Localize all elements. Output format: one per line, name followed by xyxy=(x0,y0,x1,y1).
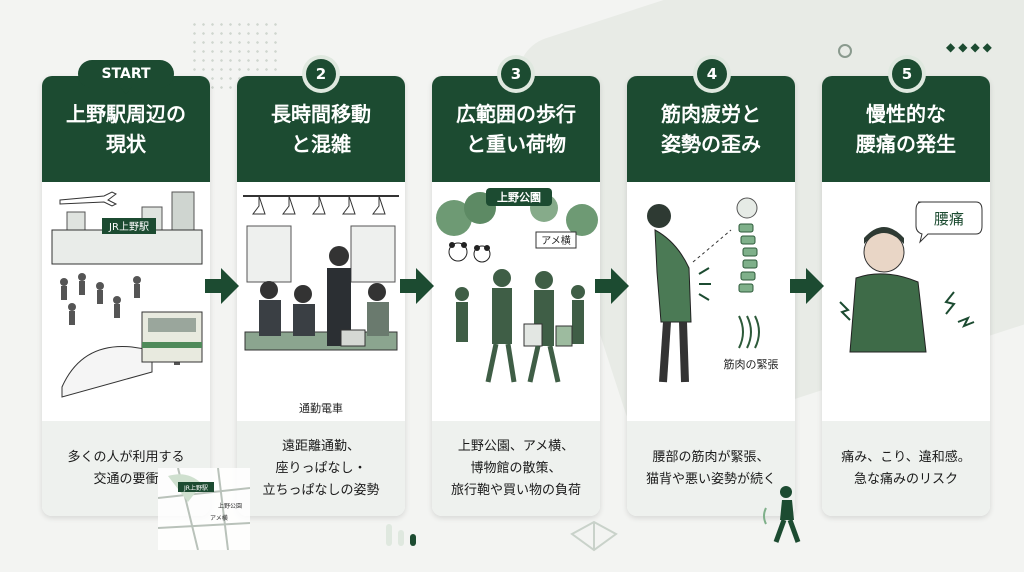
pain-lightning-icon xyxy=(839,291,975,328)
walking-crowd-illustration: 上野公園 アメ横 xyxy=(436,188,598,383)
step-card-2: 長時間移動 と混雑 通勤電車 遠距離通勤、 座りっぱなし・ 立ちっぱなしの姿勢 xyxy=(237,76,405,516)
train-icon xyxy=(61,311,203,398)
airplane-icon xyxy=(59,191,118,207)
right-arrow-icon xyxy=(400,268,434,304)
ameyoko-sign: アメ横 xyxy=(541,234,571,247)
svg-text:上野公園: 上野公園 xyxy=(218,502,242,510)
svg-text:アメ横: アメ横 xyxy=(210,514,228,522)
step-description: 遠距離通勤、 座りっぱなし・ 立ちっぱなしの姿勢 xyxy=(237,421,405,516)
right-arrow-icon xyxy=(595,268,629,304)
step-card-3: 広範囲の歩行 と重い荷物 上野公園 アメ横 上野公園、アメ横、 博物館の散策、 … xyxy=(432,76,600,516)
spine-icon xyxy=(736,197,758,293)
illustration-caption: 通勤電車 xyxy=(299,401,343,415)
park-sign: 上野公園 xyxy=(497,190,541,204)
step-title: 上野駅周辺の 現状 xyxy=(42,76,210,182)
right-arrow-icon xyxy=(205,268,239,304)
step-description: 腰部の筋肉が緊張、 猫背や悪い姿勢が続く xyxy=(627,421,795,516)
back-pain-illustration: 腰痛 xyxy=(839,201,983,353)
walking-person-icon xyxy=(763,486,801,543)
step-description: 上野公園、アメ横、 博物館の散策、 旅行鞄や買い物の負荷 xyxy=(432,421,600,516)
train-interior-illustration: 通勤電車 xyxy=(243,195,399,415)
posture-illustration: 筋肉の緊張 xyxy=(647,197,779,383)
right-arrow-icon xyxy=(790,268,824,304)
step-title: 筋肉疲労と 姿勢の歪み xyxy=(627,76,795,182)
muscle-tension-label: 筋肉の緊張 xyxy=(724,357,779,371)
step-badge-2: 2 xyxy=(306,59,336,89)
step-card-4: 筋肉疲労と 姿勢の歪み 筋肉の緊張 腰部の筋肉が緊張、 猫背や悪い姿勢が続く xyxy=(627,76,795,516)
back-pain-bubble: 腰痛 xyxy=(934,210,964,228)
pain-lightning-icon xyxy=(698,267,711,301)
step-badge-start: START xyxy=(78,60,174,94)
step-title: 長時間移動 と混雑 xyxy=(237,76,405,182)
step-badge-5: 5 xyxy=(892,59,922,89)
svg-text:JR上野駅: JR上野駅 xyxy=(183,484,208,492)
step-card-5: 慢性的な 腰痛の発生 腰痛 痛み、こり、違和感。 急な痛みのリスク xyxy=(822,76,990,516)
step-badge-4: 4 xyxy=(697,59,727,89)
dots-decoration: ◆◆◆◆ xyxy=(946,40,995,54)
circle-decoration xyxy=(838,44,852,58)
mini-map: JR上野駅 上野公園 アメ横 xyxy=(158,468,250,550)
panda-icon xyxy=(448,242,491,263)
step-card-1: 上野駅周辺の 現状 JR上野駅 多くの人が利用する 交通の要衝 xyxy=(42,76,210,516)
step-title: 慢性的な 腰痛の発生 xyxy=(822,76,990,182)
step-title: 広範囲の歩行 と重い荷物 xyxy=(432,76,600,182)
step-description: 痛み、こり、違和感。 急な痛みのリスク xyxy=(822,421,990,516)
step-badge-3: 3 xyxy=(501,59,531,89)
station-sign: JR上野駅 xyxy=(108,221,149,233)
station-illustration: JR上野駅 xyxy=(51,191,203,398)
bar-decoration xyxy=(386,524,416,546)
cube-decoration xyxy=(570,520,618,552)
